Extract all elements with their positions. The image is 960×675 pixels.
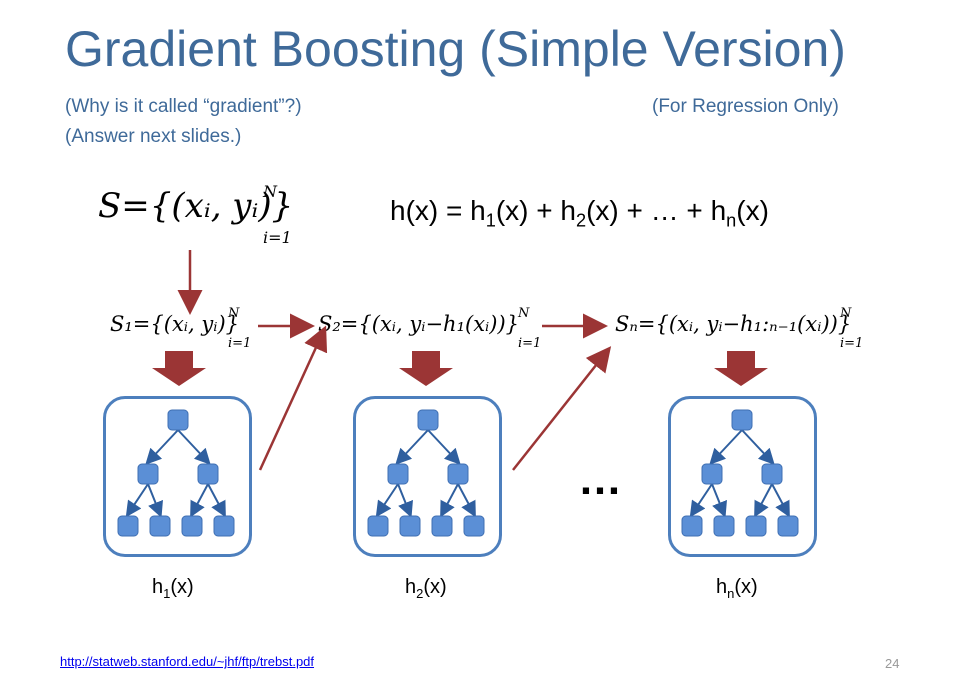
- model-label-2-arg: (x): [423, 576, 447, 598]
- training-set-definition: S={(xᵢ, yᵢ)} N i=1: [98, 182, 294, 247]
- tree-2-edge: [395, 429, 429, 465]
- stage-set-n-lower: i=1: [840, 336, 864, 351]
- tree-3-leaf-node: [713, 515, 735, 537]
- subtitle-answer-note: (Answer next slides.): [65, 126, 242, 147]
- tree-3-edge: [771, 483, 790, 518]
- tree-3-edge: [741, 429, 775, 465]
- tree-1-internal-node: [137, 463, 159, 485]
- formula-index-n: n: [726, 210, 737, 231]
- tree-1-edge: [125, 483, 149, 518]
- model-label-n-sub: n: [727, 586, 735, 601]
- stage-set-2-lower: i=1: [518, 336, 542, 351]
- tree-1-leaf-node: [117, 515, 139, 537]
- arrow-tree1-to-stage2: [258, 325, 328, 471]
- tree-2-leaf-node: [367, 515, 389, 537]
- model-label-n-h: h: [716, 576, 728, 598]
- formula-part-3: (x): [736, 195, 769, 226]
- tree-1-leaf-node: [213, 515, 235, 537]
- tree-3-leaf-node: [745, 515, 767, 537]
- tree-1-leaf-node: [181, 515, 203, 537]
- tree-1-edge: [147, 483, 163, 518]
- tree-3-edge: [709, 429, 743, 465]
- tree-2-edge: [375, 483, 399, 518]
- tree-3-leaf-node: [777, 515, 799, 537]
- tree-3-edge: [689, 483, 713, 518]
- regression-note: (For Regression Only): [652, 96, 839, 117]
- stage-set-n-upper: N: [840, 306, 852, 321]
- tree-2-leaf-node: [431, 515, 453, 537]
- formula-part-2: (x) + … + h: [586, 195, 727, 226]
- formula-index-2: 2: [575, 210, 587, 231]
- tree-2-edge: [427, 429, 461, 465]
- model-label-2-h: h: [405, 576, 417, 598]
- tree-2-internal-node: [447, 463, 469, 485]
- model-label-2-sub: 2: [416, 586, 424, 601]
- arrow-tree2-to-stagen: [512, 346, 612, 471]
- model-label-1: h1(x): [152, 576, 194, 601]
- tree-1-internal-node: [197, 463, 219, 485]
- tree-3-root-node: [731, 409, 753, 431]
- ellipsis-more-stages: …: [578, 455, 624, 504]
- tree-1-edge: [207, 483, 226, 518]
- tree-3-internal-node: [761, 463, 783, 485]
- stage-set-1-upper: N: [228, 306, 240, 321]
- slide-title: Gradient Boosting (Simple Version): [65, 21, 846, 77]
- stage-set-1-lower: i=1: [228, 336, 252, 351]
- model-label-2: h2(x): [405, 576, 447, 601]
- tree-2-edge: [397, 483, 413, 518]
- tree-2-leaf-node: [463, 515, 485, 537]
- tree-2-edge: [440, 483, 459, 518]
- training-set-upper-limit: N: [263, 182, 277, 201]
- training-set-body: S={(xᵢ, yᵢ)}: [98, 186, 294, 226]
- tree-1-edge: [145, 429, 179, 465]
- stage-set-2-upper: N: [518, 306, 530, 321]
- stage-set-2-body: S₂={(xᵢ, yᵢ−h₁(xᵢ))}: [318, 312, 520, 336]
- tree-3-internal-node: [701, 463, 723, 485]
- subtitle-question: (Why is it called “gradient”?): [65, 96, 302, 117]
- tree-2-edge: [457, 483, 476, 518]
- model-label-1-arg: (x): [170, 576, 194, 598]
- stage-set-1: S₁={(xᵢ, yᵢ)} N i=1: [110, 306, 251, 351]
- fit-arrow-2: [399, 351, 453, 386]
- fit-arrow-1: [152, 351, 206, 386]
- source-link[interactable]: http://statweb.stanford.edu/~jhf/ftp/tre…: [60, 654, 315, 669]
- model-label-1-h: h: [152, 576, 164, 598]
- tree-1-leaf-node: [149, 515, 171, 537]
- ensemble-formula: h(x) = h1(x) + h2(x) + … + hn(x): [390, 195, 769, 232]
- formula-index-1: 1: [485, 210, 496, 231]
- tree-1-edge: [177, 429, 211, 465]
- stage-set-2: S₂={(xᵢ, yᵢ−h₁(xᵢ))} N i=1: [318, 306, 541, 351]
- fit-arrow-n: [714, 351, 768, 386]
- formula-part-1: (x) + h: [495, 195, 576, 226]
- stage-set-1-body: S₁={(xᵢ, yᵢ)}: [110, 312, 240, 336]
- stage-set-n: Sₙ={(xᵢ, yᵢ−h₁:ₙ₋₁(xᵢ))} N i=1: [615, 306, 863, 351]
- tree-3-edge: [754, 483, 773, 518]
- tree-3-leaf-node: [681, 515, 703, 537]
- training-set-lower-limit: i=1: [263, 228, 292, 247]
- page-number: 24: [885, 656, 900, 671]
- tree-2-internal-node: [387, 463, 409, 485]
- stage-set-n-body: Sₙ={(xᵢ, yᵢ−h₁:ₙ₋₁(xᵢ))}: [615, 312, 852, 336]
- model-label-n: hn(x): [716, 576, 758, 601]
- tree-1-root-node: [167, 409, 189, 431]
- tree-2-leaf-node: [399, 515, 421, 537]
- formula-lhs: h(x) = h: [390, 195, 486, 226]
- tree-2-root-node: [417, 409, 439, 431]
- tree-1-edge: [190, 483, 209, 518]
- model-label-1-sub: 1: [163, 586, 171, 601]
- tree-3-edge: [711, 483, 727, 518]
- model-label-n-arg: (x): [734, 576, 758, 598]
